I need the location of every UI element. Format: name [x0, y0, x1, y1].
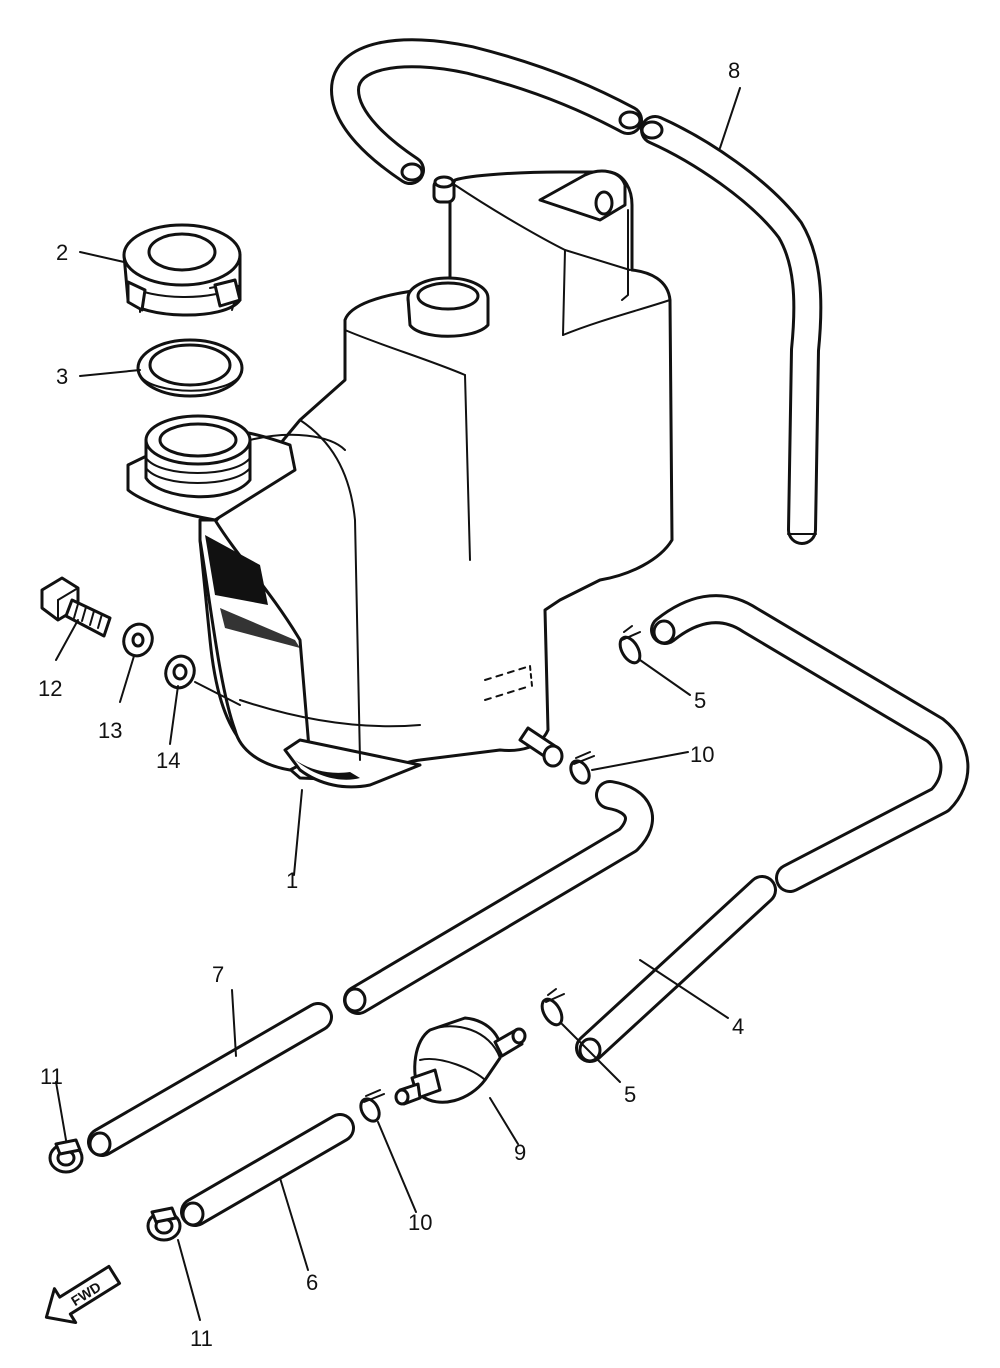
callout-11-upper: 11: [40, 1064, 63, 1089]
hose-clip-5-lower: [540, 988, 565, 1027]
callout-11-lower: 11: [190, 1326, 213, 1351]
forward-arrow-icon: FWD: [44, 1264, 122, 1325]
valve-9: [394, 1016, 527, 1106]
callout-6: 6: [306, 1270, 318, 1295]
callout-9: 9: [514, 1140, 526, 1165]
cap-gasket-3: [136, 338, 244, 398]
washer-13: [122, 622, 154, 658]
callout-5-lower: 5: [624, 1082, 636, 1107]
callout-2: 2: [56, 240, 68, 265]
leader-lines: [55, 87, 741, 1321]
callout-4: 4: [732, 1014, 744, 1039]
callout-10-lower: 10: [408, 1210, 432, 1235]
callout-13: 13: [98, 718, 122, 743]
callout-8: 8: [728, 58, 740, 83]
hose-clip-10-upper: [569, 751, 595, 785]
hose-clamp-11-upper: [48, 1138, 84, 1174]
bolt-12: [40, 576, 112, 638]
callout-1: 1: [286, 868, 298, 893]
hose-6: [180, 1113, 355, 1227]
hose-clip-5-upper: [618, 625, 642, 665]
coolant-reservoir-tank-1: [126, 169, 674, 789]
hose-clamp-11-lower: [146, 1206, 182, 1242]
hose-4: [575, 594, 970, 1063]
callout-14: 14: [156, 748, 180, 773]
callout-10-upper: 10: [690, 742, 714, 767]
overflow-hose-8: [330, 38, 823, 545]
washer-14: [164, 654, 196, 690]
hose-clip-10-lower: [359, 1089, 385, 1123]
hose-7: [87, 780, 654, 1157]
callout-12: 12: [38, 676, 62, 701]
bolt-guide-line: [194, 681, 241, 706]
callout-7: 7: [212, 962, 224, 987]
callout-5-upper: 5: [694, 688, 706, 713]
callout-3: 3: [56, 364, 68, 389]
filler-cap-2: [122, 223, 242, 317]
